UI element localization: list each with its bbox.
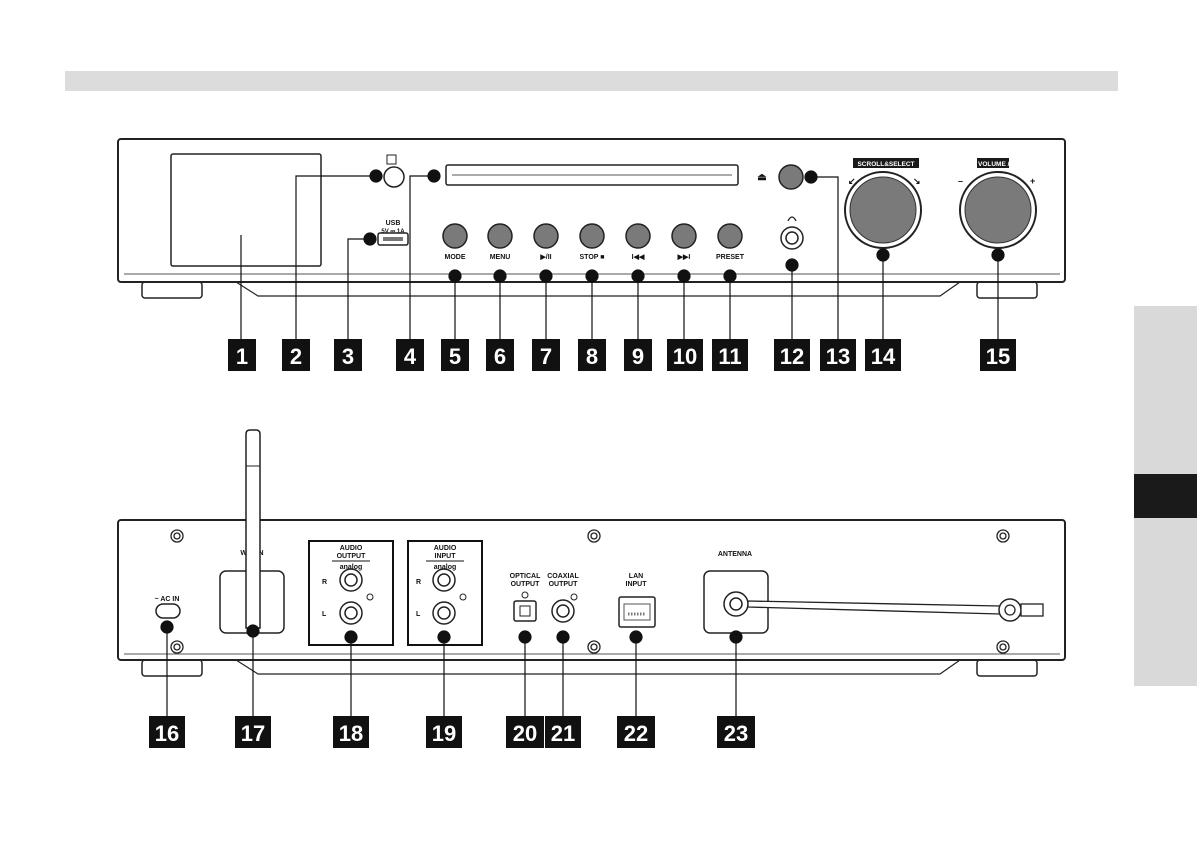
tag-14-text: 14 xyxy=(871,344,896,369)
rear-leaders xyxy=(161,621,742,716)
eject-button[interactable] xyxy=(779,165,803,189)
front-number-tags: 1 2 3 4 5 6 7 8 9 10 11 12 13 14 15 xyxy=(228,339,1016,371)
audio-input-l: L xyxy=(416,611,421,618)
antenna-label: ANTENNA xyxy=(718,551,752,558)
volume-label: VOLUME / ⏻ xyxy=(978,160,1017,168)
tag-20-text: 20 xyxy=(513,721,537,746)
side-tab-upper xyxy=(1134,306,1197,474)
side-tab-lower xyxy=(1134,518,1197,686)
tag-8-text: 8 xyxy=(586,344,598,369)
play-pause-label: ▶/II xyxy=(539,254,551,261)
display-screen xyxy=(171,154,321,266)
scroll-select-label: SCROLL&SELECT xyxy=(857,161,914,168)
mode-label: MODE xyxy=(445,254,466,261)
tag-6-text: 6 xyxy=(494,344,506,369)
headphone-icon xyxy=(788,217,796,221)
tag-3-text: 3 xyxy=(342,344,354,369)
audio-output-l-jack-inner xyxy=(345,607,357,619)
volume-knob-face xyxy=(965,177,1031,243)
header-band xyxy=(65,71,1118,91)
tag-16-text: 16 xyxy=(155,721,179,746)
tag-11-text: 11 xyxy=(718,344,741,369)
tag-15-text: 15 xyxy=(986,344,1010,369)
lan-label-2: INPUT xyxy=(626,581,648,588)
tag-13-text: 13 xyxy=(826,344,850,369)
audio-input-label-1: AUDIO xyxy=(434,545,457,552)
audio-input-l-jack-inner xyxy=(438,607,450,619)
volume-plus: + xyxy=(1030,176,1035,186)
optical-indicator xyxy=(522,592,528,598)
antenna-connector-inner xyxy=(730,598,742,610)
preset-label: PRESET xyxy=(716,254,745,261)
tag-7-text: 7 xyxy=(540,344,552,369)
usb-port-slot xyxy=(383,237,403,241)
tag-17-text: 17 xyxy=(241,721,265,746)
next-label: ▶▶I xyxy=(677,254,691,261)
prev-label: I◀◀ xyxy=(632,254,645,261)
play-pause-button[interactable] xyxy=(534,224,558,248)
side-tab-active xyxy=(1134,474,1197,518)
audio-output-ground xyxy=(367,594,373,600)
optical-label-2: OUTPUT xyxy=(511,581,541,588)
coaxial-label-1: COAXIAL xyxy=(547,573,579,580)
audio-input-label-2: INPUT xyxy=(435,553,457,560)
tag-23-text: 23 xyxy=(724,721,748,746)
front-button-labels: MODE MENU ▶/II STOP ■ I◀◀ ▶▶I PRESET xyxy=(445,254,745,261)
tag-2-text: 2 xyxy=(290,344,302,369)
usb-label: USB xyxy=(386,220,401,227)
audio-input-ground xyxy=(460,594,466,600)
tag-21-text: 21 xyxy=(551,721,575,746)
audio-output-l: L xyxy=(322,611,327,618)
tag-5-text: 5 xyxy=(449,344,461,369)
ac-in-socket[interactable] xyxy=(156,604,180,618)
tag-1-text: 1 xyxy=(236,344,248,369)
menu-label: MENU xyxy=(490,254,511,261)
tag-4-text: 4 xyxy=(404,344,417,369)
tag-19-text: 19 xyxy=(432,721,456,746)
tag-12-text: 12 xyxy=(780,344,804,369)
antenna-rod xyxy=(748,601,1000,614)
audio-output-r: R xyxy=(322,579,327,586)
coaxial-jack-inner xyxy=(557,605,569,617)
coaxial-label-2: OUTPUT xyxy=(549,581,579,588)
tag-10-text: 10 xyxy=(673,344,697,369)
scroll-select-knob-face xyxy=(850,177,916,243)
prev-button[interactable] xyxy=(626,224,650,248)
lan-label-1: LAN xyxy=(629,573,643,580)
audio-output-label-1: AUDIO xyxy=(340,545,363,552)
stop-label: STOP ■ xyxy=(580,254,605,261)
tag-18-text: 18 xyxy=(339,721,363,746)
audio-output-r-jack-inner xyxy=(345,574,357,586)
tag-22-text: 22 xyxy=(624,721,648,746)
front-buttons xyxy=(443,224,742,248)
coaxial-indicator xyxy=(571,594,577,600)
menu-button[interactable] xyxy=(488,224,512,248)
eject-icon: ⏏ xyxy=(757,172,767,183)
scroll-right-arrow: ↘ xyxy=(913,176,921,186)
audio-input-r: R xyxy=(416,579,421,586)
rear-screws xyxy=(171,530,1009,653)
ac-in-label: ~ AC IN xyxy=(155,596,180,603)
ir-sensor-button xyxy=(384,167,404,187)
audio-input-r-jack-inner xyxy=(438,574,450,586)
preset-button[interactable] xyxy=(718,224,742,248)
antenna-tip-inner xyxy=(1005,605,1015,615)
tag-9-text: 9 xyxy=(632,344,644,369)
stop-button[interactable] xyxy=(580,224,604,248)
wlan-antenna[interactable] xyxy=(246,430,260,628)
mode-button[interactable] xyxy=(443,224,467,248)
optical-label-1: OPTICAL xyxy=(510,573,541,580)
volume-minus: – xyxy=(958,176,963,186)
headphone-jack-inner xyxy=(786,232,798,244)
next-button[interactable] xyxy=(672,224,696,248)
antenna-tip-end xyxy=(1021,604,1043,616)
optical-output-port[interactable] xyxy=(514,601,536,621)
audio-output-label-2: OUTPUT xyxy=(337,553,367,560)
rear-number-tags: 16 17 18 19 20 21 22 23 xyxy=(149,716,755,748)
ir-sensor-icon xyxy=(387,155,396,164)
